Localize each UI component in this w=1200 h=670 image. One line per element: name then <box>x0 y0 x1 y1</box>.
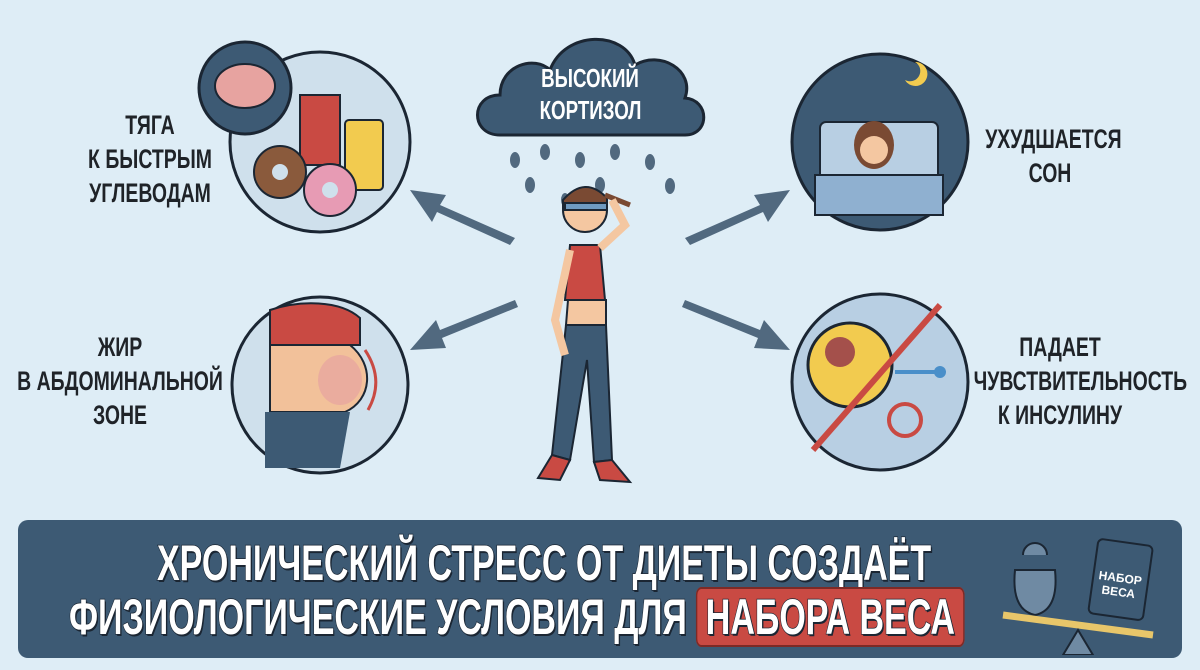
weight-scale-icon: НАБОР ВЕСА <box>1002 538 1154 655</box>
label-line: СОН <box>1028 158 1072 188</box>
cloud-label: ВЫСОКИЙ КОРТИЗОЛ <box>539 62 642 126</box>
sleepless-woman-icon <box>790 52 970 232</box>
label-line: УХУДШАЕТСЯ <box>985 124 1122 154</box>
label-line: УГЛЕВОДАМ <box>89 178 211 208</box>
scale-label-2: ВЕСА <box>1101 583 1137 602</box>
cortisol-cloud-icon <box>476 37 706 207</box>
arrow-to-sleep <box>685 190 790 245</box>
conclusion-banner: ХРОНИЧЕСКИЙ СТРЕСС ОТ ДИЕТЫ СОЗДАЁТ ФИЗИ… <box>18 520 1182 658</box>
banner-line-1: ХРОНИЧЕСКИЙ СТРЕСС ОТ ДИЕТЫ СОЗДАЁТ <box>156 534 932 592</box>
cloud-line-2: КОРТИЗОЛ <box>539 95 642 125</box>
label-line: ТЯГА <box>125 110 175 140</box>
effect-label-fat: ЖИР В АБДОМИНАЛЬНОЙ ЗОНЕ <box>5 330 235 432</box>
label-line: ПАДАЕТ <box>1019 332 1101 362</box>
label-line: В АБДОМИНАЛЬНОЙ <box>17 366 223 396</box>
label-line: ЗОНЕ <box>92 400 148 430</box>
arrows <box>410 190 790 350</box>
arrow-to-insulin <box>682 300 790 350</box>
belly-fat-icon <box>230 295 410 475</box>
banner-line-2: ФИЗИОЛОГИЧЕСКИЕ УСЛОВИЯ ДЛЯ НАБОРА ВЕСА <box>68 587 965 647</box>
effect-label-sleep: УХУДШАЕТСЯ СОН <box>985 122 1122 190</box>
effect-label-insulin: ПАДАЕТ ЧУВСТВИТЕЛЬНОСТЬ К ИНСУЛИНУ <box>973 330 1188 432</box>
illustration <box>197 37 970 484</box>
cloud-line-1: ВЫСОКИЙ <box>541 63 639 93</box>
label-line: К БЫСТРЫМ <box>88 144 212 174</box>
sweets-brain-icon <box>197 40 412 234</box>
effect-label-carbs: ТЯГА К БЫСТРЫМ УГЛЕВОДАМ <box>85 108 215 210</box>
arrow-to-carbs <box>410 190 515 245</box>
banner-highlight: НАБОРА ВЕСА <box>696 587 965 647</box>
arrow-to-fat <box>410 300 518 350</box>
label-line: К ИНСУЛИНУ <box>997 400 1123 430</box>
label-line: ЧУВСТВИТЕЛЬНОСТЬ <box>973 366 1188 396</box>
scale-label-1: НАБОР <box>1098 568 1143 588</box>
label-line: ЖИР <box>97 332 143 362</box>
banner-line-2-text: ФИЗИОЛОГИЧЕСКИЕ УСЛОВИЯ ДЛЯ <box>68 588 687 646</box>
insulin-resistance-icon <box>790 292 970 472</box>
stressed-woman-figure <box>536 186 633 484</box>
